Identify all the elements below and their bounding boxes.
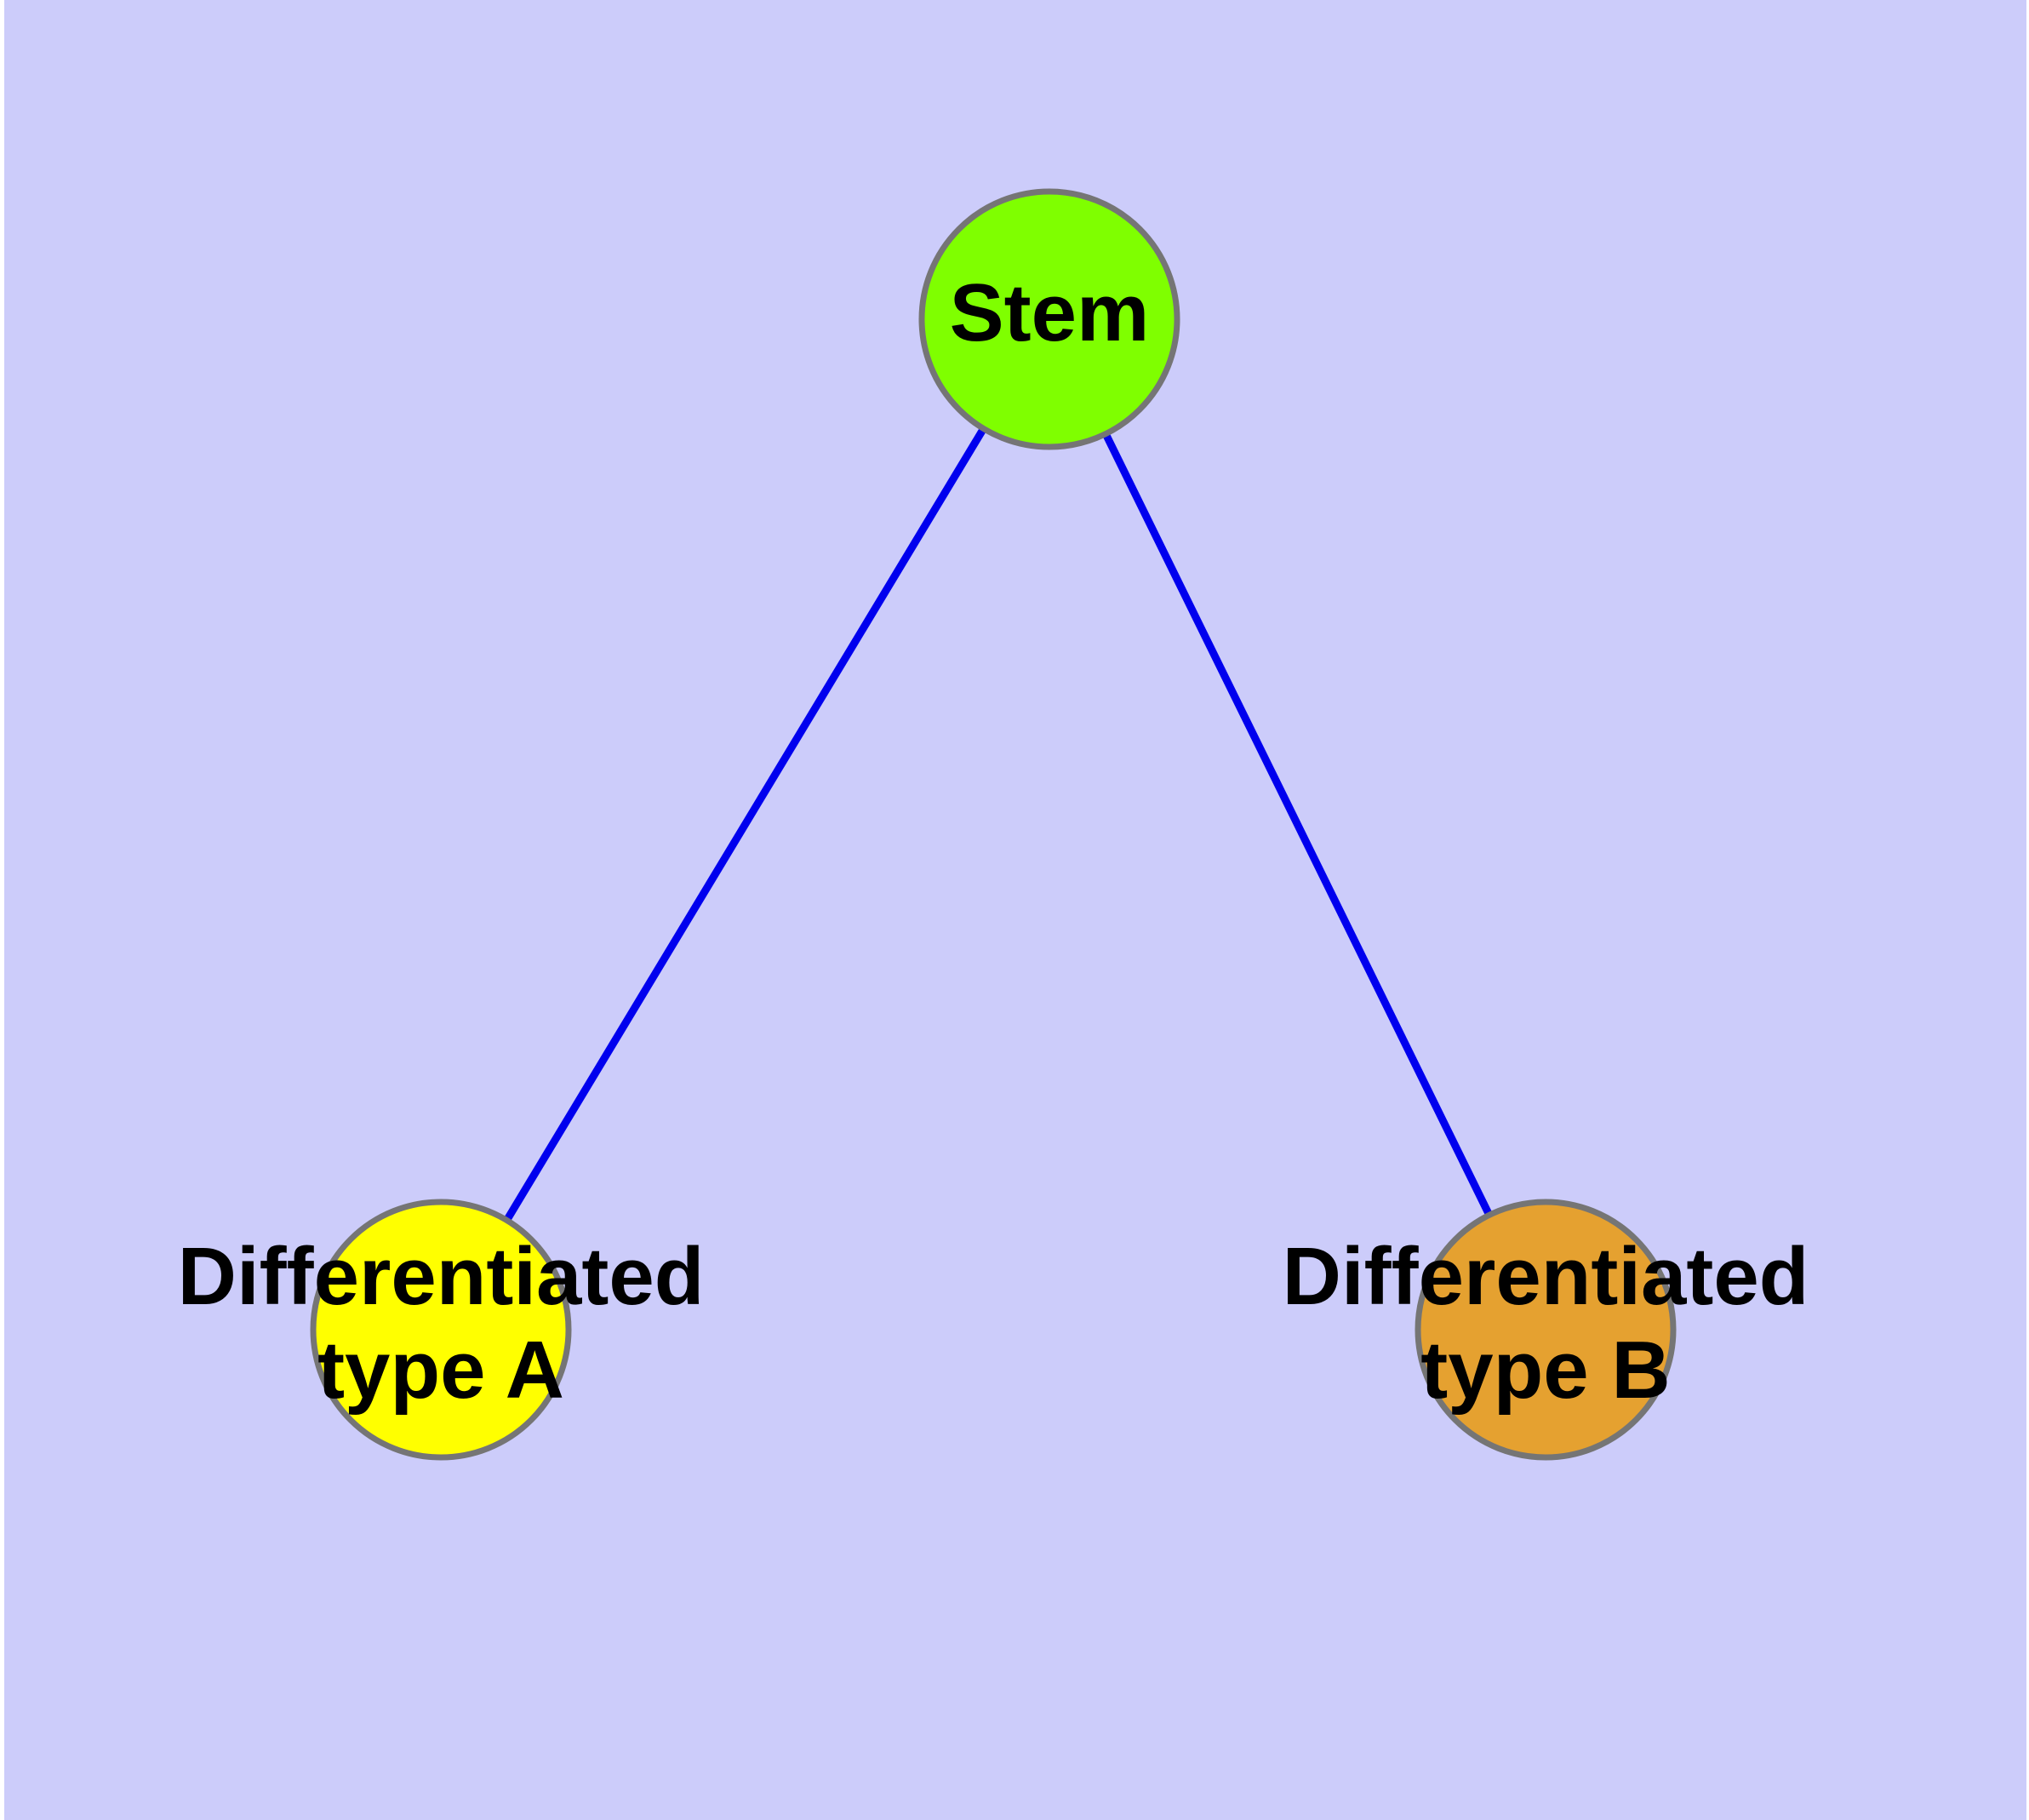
edge-stem-to-differentiated-type-b[interactable] <box>1102 432 1493 1217</box>
node-layer <box>310 188 1677 1461</box>
node-differentiated-type-b-circle[interactable] <box>1415 1199 1677 1461</box>
node-differentiated-type-b[interactable] <box>1415 1199 1677 1461</box>
node-differentiated-type-a-circle[interactable] <box>310 1199 572 1461</box>
node-differentiated-type-a[interactable] <box>310 1199 572 1461</box>
node-stem-label: Stem <box>950 267 1150 358</box>
edge-layer <box>503 426 1493 1222</box>
edge-stem-to-differentiated-type-a[interactable] <box>503 426 987 1222</box>
node-stem-circle[interactable] <box>918 188 1180 450</box>
node-stem[interactable] <box>918 188 1180 450</box>
